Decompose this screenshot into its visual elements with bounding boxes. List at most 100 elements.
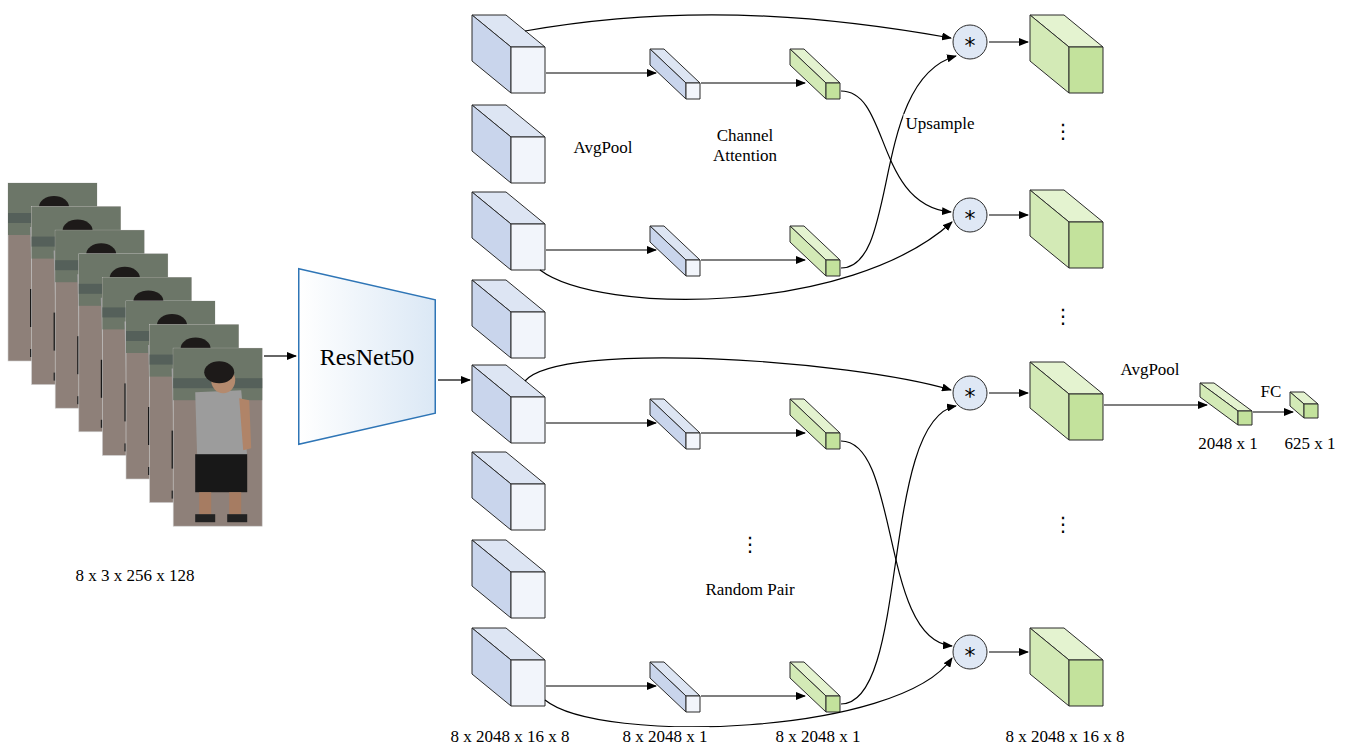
prism-side	[790, 399, 826, 449]
multiply-operator: *	[952, 197, 988, 233]
prism-front	[511, 224, 545, 270]
dimension-label: 2048 x 1	[1196, 434, 1260, 454]
person-hair	[204, 361, 234, 383]
prism-side	[472, 628, 511, 706]
circle-outline	[953, 198, 987, 232]
prism-side	[1030, 15, 1069, 93]
prism-side	[650, 49, 686, 99]
prism-side	[472, 452, 511, 530]
operation-label: FC	[1259, 382, 1284, 402]
frame-ground	[173, 348, 262, 526]
prism-front	[511, 397, 545, 443]
prism-front	[511, 572, 545, 618]
ellipsis-mark: ⋮	[1051, 120, 1075, 143]
attended-feature-map	[1030, 15, 1103, 93]
flow-arrow	[525, 358, 951, 390]
flow-arrow	[438, 379, 470, 380]
flow-arrow	[1104, 404, 1207, 405]
prism-side	[472, 540, 511, 618]
prism-front	[686, 433, 700, 449]
prism-front	[1304, 404, 1318, 418]
pooled-vector	[650, 662, 700, 712]
ellipsis-mark: ⋮	[1051, 305, 1075, 328]
prism-front	[826, 433, 840, 449]
node-label: *	[965, 645, 976, 667]
pooled-feature	[1200, 383, 1252, 425]
class-output	[1290, 392, 1318, 418]
prism-side	[650, 662, 686, 712]
flow-arrow	[545, 658, 952, 727]
feature-map-cube	[472, 105, 545, 183]
operation-label: Channel Attention	[698, 126, 792, 165]
attention-vector	[790, 226, 840, 276]
prism-front	[826, 696, 840, 712]
flow-arrow	[841, 56, 956, 268]
node-text-box: *	[965, 208, 976, 230]
dimension-label: 8 x 2048 x 16 x 8	[1004, 727, 1127, 747]
backbone-block: ResNet50	[298, 268, 436, 445]
person-arm	[239, 398, 251, 450]
prism-front	[511, 137, 545, 183]
video-frame	[173, 348, 262, 526]
attention-vector	[790, 662, 840, 712]
flow-arrow	[989, 392, 1028, 393]
operation-label: Upsample	[904, 114, 977, 134]
prism-side	[1290, 392, 1304, 418]
prism-side	[472, 365, 511, 443]
flow-arrow	[841, 441, 952, 646]
attended-feature-map	[1030, 362, 1103, 440]
ellipsis-mark: ⋮	[738, 533, 762, 556]
prism-side	[650, 226, 686, 276]
prism-side	[472, 15, 511, 93]
prism-side	[472, 105, 511, 183]
node-label: *	[965, 386, 976, 408]
flow-arrow	[701, 432, 805, 433]
prism-front	[826, 83, 840, 99]
multiply-operator: *	[952, 634, 988, 670]
feature-map-cube	[472, 192, 545, 270]
flow-arrow	[701, 82, 805, 83]
feature-map-cube	[472, 15, 545, 93]
feature-map-cube	[472, 280, 545, 358]
dimension-label: 625 x 1	[1283, 434, 1338, 454]
dimension-label: 8 x 2048 x 1	[621, 727, 710, 747]
node-label: *	[965, 35, 976, 57]
node-text-box: *	[965, 645, 976, 667]
attention-vector	[790, 49, 840, 99]
flow-arrow	[546, 72, 656, 73]
pooled-vector	[650, 49, 700, 99]
prism-front	[511, 47, 545, 93]
feature-map-cube	[472, 540, 545, 618]
feature-map-cube	[472, 628, 545, 706]
prism-side	[790, 226, 826, 276]
operation-label: AvgPool	[571, 138, 634, 158]
flow-arrow	[1253, 411, 1293, 412]
prism-side	[790, 49, 826, 99]
person-shoe	[195, 514, 215, 522]
prism-front	[1069, 47, 1103, 93]
pooled-vector	[650, 226, 700, 276]
attention-vector	[790, 399, 840, 449]
flow-arrow	[525, 15, 951, 38]
node-text-box: *	[965, 386, 976, 408]
attended-feature-map	[1030, 628, 1103, 706]
ellipsis-mark: ⋮	[1051, 513, 1075, 536]
person-shorts	[195, 454, 247, 492]
prism-side	[1030, 362, 1069, 440]
circle-outline	[953, 376, 987, 410]
multiply-operator: *	[952, 375, 988, 411]
circle-outline	[953, 25, 987, 59]
trapezoid-outline	[299, 269, 436, 445]
flow-arrow	[989, 214, 1028, 215]
node-label: *	[965, 208, 976, 230]
dimension-label: 8 x 2048 x 1	[774, 727, 863, 747]
prism-front	[1069, 394, 1103, 440]
prism-side	[650, 399, 686, 449]
pooled-vector	[650, 399, 700, 449]
prism-front	[511, 312, 545, 358]
operation-label: Random Pair	[703, 580, 796, 600]
person-shoe	[227, 514, 247, 522]
circle-outline	[953, 635, 987, 669]
flow-arrow	[546, 685, 656, 686]
prism-side	[790, 662, 826, 712]
